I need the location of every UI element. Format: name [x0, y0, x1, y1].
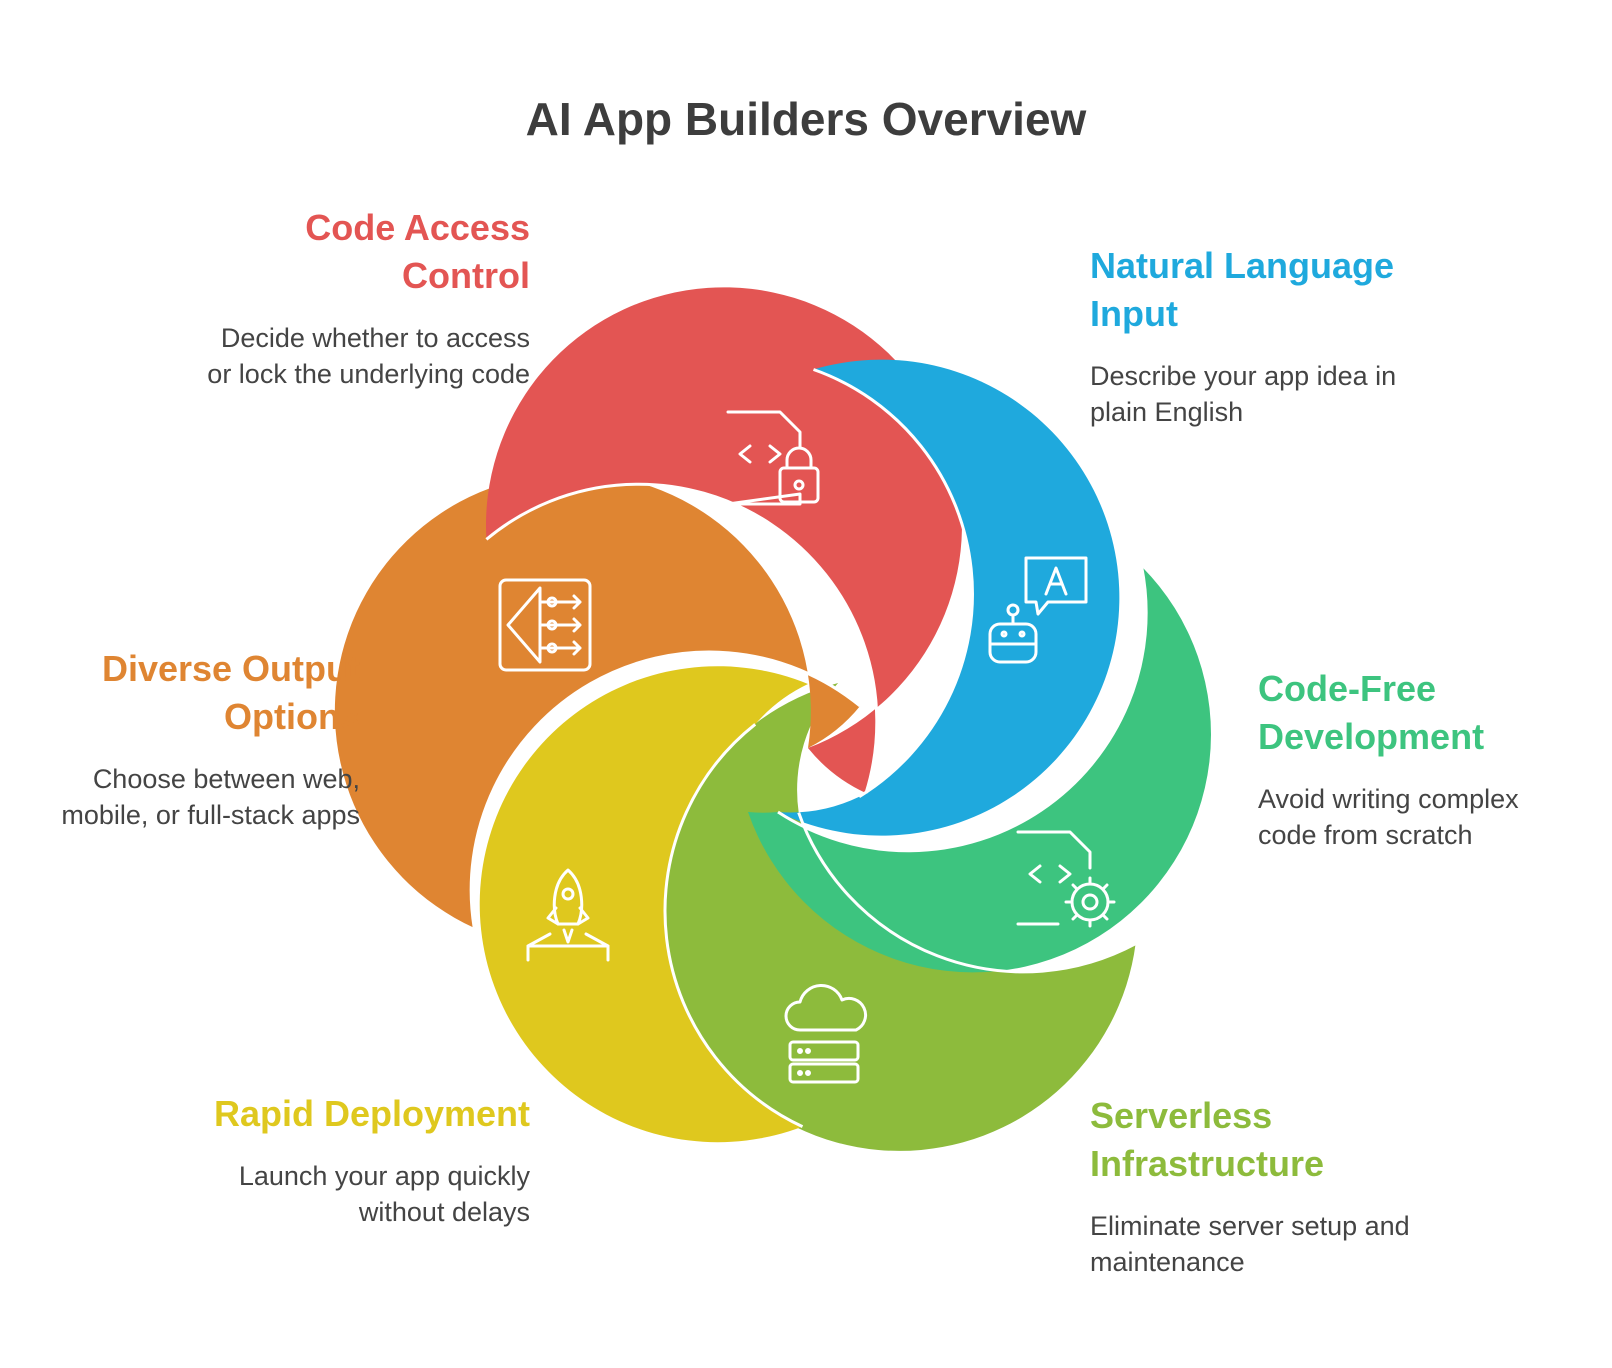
- code-file-lock-icon: [726, 410, 820, 506]
- item-title: Code Access Control: [305, 207, 530, 296]
- item-description: Decide whether to access or lock the und…: [207, 323, 530, 389]
- item-title: Rapid Deployment: [213, 1093, 530, 1134]
- segment-code-access-control: [485, 287, 962, 794]
- robot-speech-icon: [988, 556, 1088, 664]
- item-title: Diverse Output Options: [101, 648, 360, 737]
- lune-code-free-development: [748, 566, 1211, 973]
- callout-rapid-deployment: Rapid Deployment Launch your app quickly…: [170, 1090, 530, 1230]
- code-file-gear-icon: [1016, 830, 1116, 928]
- lune-rapid-deployment: [479, 666, 808, 1143]
- branching-arrows-icon: [498, 578, 592, 672]
- item-title: Serverless Infrastructure: [1090, 1095, 1325, 1184]
- lune-code-access-control: [485, 287, 962, 794]
- page-title: AI App Builders Overview: [525, 93, 1087, 145]
- rocket-launch-icon: [526, 868, 610, 962]
- callout-natural-language-input: Natural Language Input Describe your app…: [1090, 242, 1420, 430]
- segment-serverless-infrastructure: [661, 683, 1136, 1151]
- segment-natural-language-input: [778, 359, 1120, 836]
- segment-code-free-development: [748, 566, 1211, 973]
- callout-code-free-development: Code-Free Development Avoid writing comp…: [1258, 665, 1568, 853]
- lune-diverse-output-options: [334, 473, 861, 928]
- segment-rapid-deployment: [479, 666, 808, 1143]
- seam-lines: [469, 368, 1148, 1128]
- item-description: Eliminate server setup and maintenance: [1090, 1211, 1410, 1277]
- item-description: Describe your app idea in plain English: [1090, 361, 1397, 427]
- item-description: Launch your app quickly without delays: [238, 1161, 530, 1227]
- cloud-server-icon: [784, 983, 868, 1084]
- lune-serverless-infrastructure: [661, 683, 1136, 1151]
- item-title: Code-Free Development: [1258, 668, 1485, 757]
- item-title: Natural Language Input: [1090, 245, 1395, 334]
- callout-code-access-control: Code Access Control Decide whether to ac…: [200, 204, 530, 392]
- lune-natural-language-input: [778, 359, 1120, 836]
- callout-serverless-infrastructure: Serverless Infrastructure Eliminate serv…: [1090, 1092, 1420, 1280]
- item-description: Avoid writing complex code from scratch: [1258, 784, 1519, 850]
- callout-diverse-output-options: Diverse Output Options Choose between we…: [50, 645, 360, 833]
- item-description: Choose between web, mobile, or full-stac…: [61, 764, 360, 830]
- segment-diverse-output-options: [334, 473, 861, 928]
